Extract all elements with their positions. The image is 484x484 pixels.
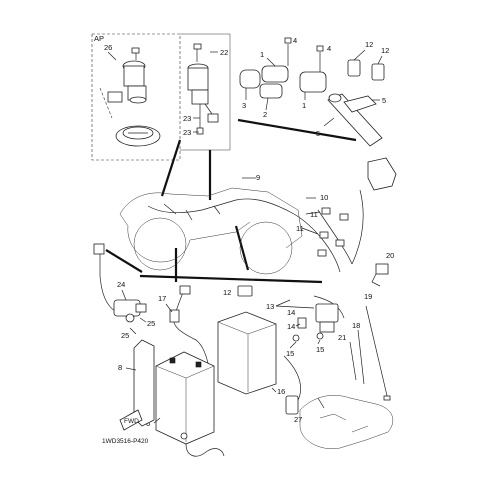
callout-20: 20 (386, 251, 394, 260)
handlebar-switches: 4 1 2 3 4 1 5 5 12 12 (239, 36, 389, 147)
starter-relay-area: 24 25 25 17 12 (93, 243, 253, 375)
callout-4b: 4 (327, 44, 331, 53)
guide-lines (105, 118, 357, 284)
callout-10: 10 (320, 193, 328, 202)
callout-22: 22 (220, 48, 228, 57)
callout-2: 2 (263, 110, 267, 119)
callout-5a: 5 (382, 96, 386, 105)
callout-18: 18 (352, 321, 360, 330)
callout-16: 27 (294, 415, 302, 424)
callout-12c: 12 (223, 288, 231, 297)
callout-25b: 25 (121, 331, 129, 340)
ap-parts-set: AP 26 (91, 33, 181, 161)
callout-1b: 1 (302, 101, 306, 110)
callout-23b: 23 (183, 128, 191, 137)
callout-12a: 12 (365, 40, 373, 49)
callout-4a: 4 (293, 36, 297, 45)
ap-label: AP (94, 34, 104, 43)
callout-13: 13 (266, 302, 274, 311)
callout-7: 16 (277, 387, 285, 396)
holder-plate-27 (299, 395, 394, 450)
callout-12b: 12 (381, 46, 389, 55)
callout-26: 26 (104, 43, 112, 52)
diagram-code: 1WD3516-P420 (102, 438, 149, 445)
callout-17: 17 (158, 294, 166, 303)
callout-25a: 25 (147, 319, 155, 328)
cable-ties: 19 18 21 (338, 292, 391, 401)
battery-area: 16 6 8 27 FWD (118, 311, 302, 457)
callout-1a: 1 (260, 50, 264, 59)
callout-3: 3 (242, 101, 246, 110)
callout-9: 9 (256, 173, 260, 182)
callout-11a: 11 (310, 210, 318, 219)
callout-11b: 11 (296, 224, 304, 233)
callout-15a: 15 (286, 349, 294, 358)
callout-8: 8 (118, 363, 122, 372)
callout-23a: 23 (183, 114, 191, 123)
sensor-20: 20 (371, 251, 394, 287)
fwd-label: FWD (124, 418, 139, 425)
callout-14b: 14 (287, 322, 295, 331)
fuse-box-area: 13 14 14 15 15 (266, 295, 345, 358)
callout-15b: 15 (316, 345, 324, 354)
harness-branch: 10 11 11 (293, 157, 397, 273)
callout-21: 21 (338, 333, 346, 342)
callout-6: 6 (146, 419, 150, 428)
callout-14a: 14 (287, 308, 295, 317)
main-switch-assembly: 22 23 23 (180, 33, 231, 151)
callout-24: 24 (117, 280, 125, 289)
callout-19: 19 (364, 292, 372, 301)
